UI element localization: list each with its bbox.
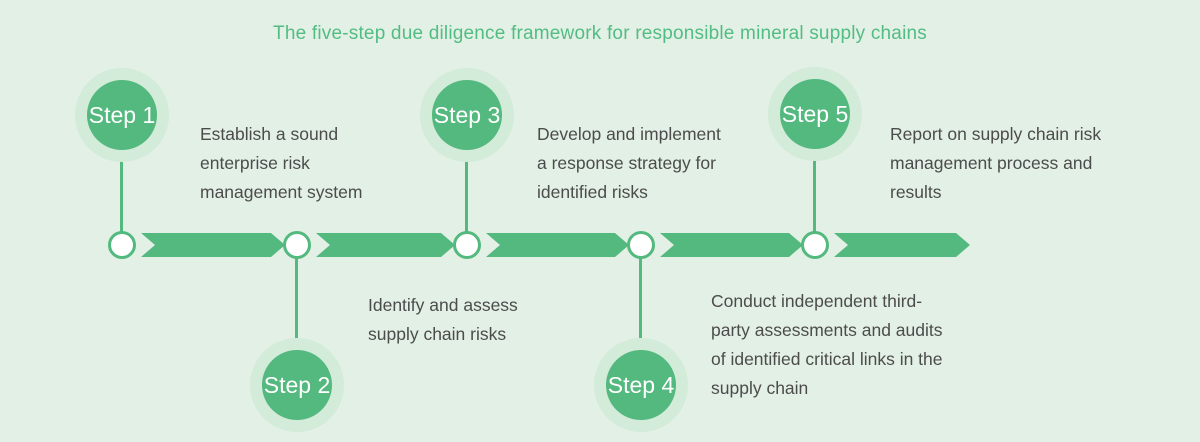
timeline-node-1	[108, 231, 136, 259]
step-5-description: Report on supply chain risk management p…	[890, 124, 1102, 202]
step-3-description: Develop and implement a response strateg…	[537, 124, 721, 202]
step-4-label: Step 4	[607, 371, 675, 398]
timeline-arrow-5	[834, 233, 970, 257]
timeline-arrow-4	[660, 233, 803, 257]
step-3-badge: Step 3	[432, 80, 502, 150]
step-2-description: Identify and assess supply chain risks	[368, 295, 518, 344]
step-5-connector-line	[813, 148, 816, 233]
timeline-node-3	[453, 231, 481, 259]
timeline-arrow-1	[141, 233, 285, 257]
timeline-arrow-2	[316, 233, 455, 257]
step-1-badge: Step 1	[87, 80, 157, 150]
step-5-badge: Step 5	[780, 79, 850, 149]
diagram-title: The five-step due diligence framework fo…	[273, 23, 927, 44]
step-3-connector-line	[465, 149, 468, 233]
step-2-connector-line	[295, 258, 298, 350]
step-4-connector-line	[639, 258, 642, 350]
timeline-node-2	[283, 231, 311, 259]
step-1-label: Step 1	[88, 101, 156, 128]
timeline-arrow-3	[486, 233, 629, 257]
step-2-badge: Step 2	[262, 350, 332, 420]
step-4-description: Conduct independent third- party assessm…	[711, 291, 943, 398]
timeline-node-5	[801, 231, 829, 259]
step-1-connector-line	[120, 149, 123, 233]
step-3-label: Step 3	[433, 101, 501, 128]
step-4-badge: Step 4	[606, 350, 676, 420]
step-5-label: Step 5	[781, 100, 849, 127]
timeline-node-4	[627, 231, 655, 259]
step-1-description: Establish a sound enterprise risk manage…	[200, 124, 363, 202]
step-2-label: Step 2	[263, 371, 331, 398]
